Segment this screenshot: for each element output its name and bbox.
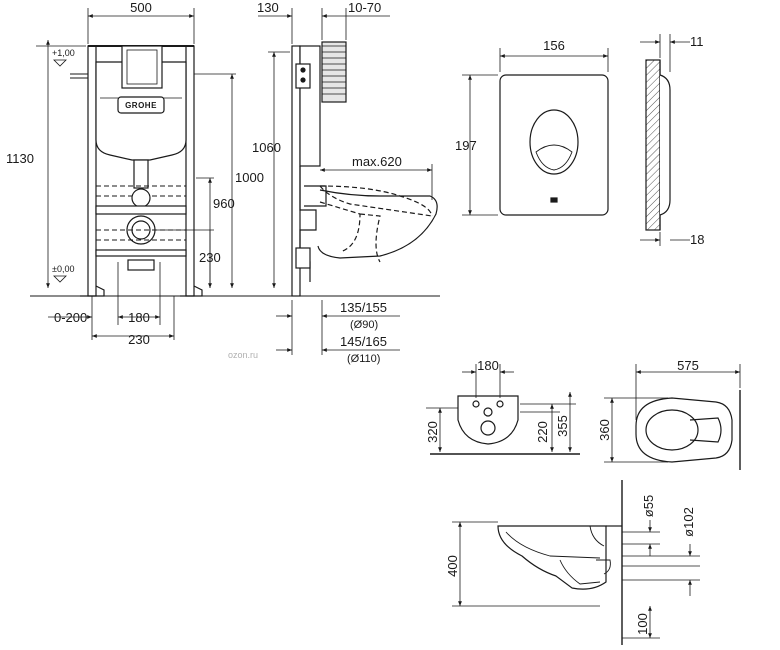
bowl-rear-dimensions [426, 364, 576, 452]
dim-cistern-offset: 10-70 [348, 0, 381, 15]
flush-plate-front [499, 74, 609, 216]
dim-offset: 0-200 [54, 310, 87, 325]
dim-dist-90: 135/155 [340, 300, 387, 315]
dim-side-depth: 130 [257, 0, 279, 15]
dim-frame-width: 500 [130, 0, 152, 15]
dim-bolt-spacing: 180 [128, 310, 150, 325]
dim-plate-thickness: 11 [690, 34, 704, 49]
dim-side-rim-height: 400 [445, 555, 460, 577]
frame-front-dimensions [36, 8, 236, 340]
frame-side-view [250, 41, 440, 297]
dim-rear-mount-height: 355 [555, 415, 570, 437]
dim-height-1060: 1060 [252, 140, 281, 155]
dim-plate-height: 197 [455, 138, 477, 153]
dim-max-projection: max.620 [352, 154, 402, 169]
bowl-side-dimensions [452, 520, 700, 639]
level-top-label: +1,00 [52, 48, 75, 58]
dim-dist-110: 145/165 [340, 334, 387, 349]
dim-side-diam-55: ø55 [641, 495, 656, 517]
dim-top-length: 575 [677, 358, 699, 373]
frame-side-dimensions [258, 8, 433, 355]
dim-pipe-110: (Ø110) [347, 353, 380, 365]
frame-front-view [30, 45, 260, 297]
bowl-top-dimensions [604, 364, 741, 463]
flush-plate-side [645, 59, 671, 231]
dim-height-960: 960 [213, 196, 235, 211]
flush-plate-dimensions [462, 48, 609, 216]
grohe-logo: GROHE [125, 101, 157, 110]
dim-rear-height: 320 [425, 421, 440, 443]
dim-side-diam-102: ø102 [681, 507, 696, 537]
level-floor-label: ±0,00 [52, 264, 74, 274]
dim-height-1000: 1000 [235, 170, 264, 185]
dim-outlet-height: 230 [199, 250, 221, 265]
watermark: ozon.ru [228, 350, 258, 360]
bowl-top-view [635, 390, 741, 470]
dim-total-height: 1130 [6, 151, 34, 166]
dim-plate-width: 156 [543, 38, 565, 53]
bowl-side-view [497, 480, 623, 645]
dim-pipe-90: (Ø90) [350, 319, 378, 331]
dim-bottom-spacing: 230 [128, 332, 150, 347]
bowl-rear-view [430, 395, 580, 455]
dim-plate-bottom: 18 [690, 232, 704, 247]
dim-top-width: 360 [597, 419, 612, 441]
dim-rear-bolt-height: 220 [535, 421, 550, 443]
flush-plate-side-dimensions [640, 34, 690, 246]
dim-rear-bolt-spacing: 180 [477, 358, 499, 373]
dim-side-pipe-offset: 100 [635, 613, 650, 635]
